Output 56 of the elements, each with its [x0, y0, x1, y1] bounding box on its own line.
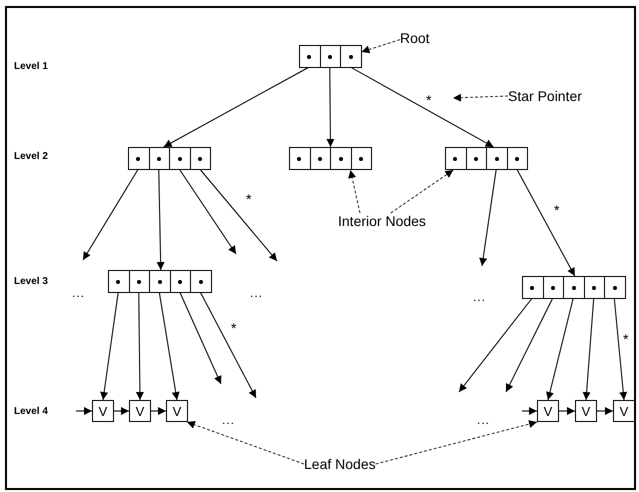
arrow [516, 168, 576, 276]
leaf-node: V [129, 400, 151, 422]
callout-text: Leaf Nodes [304, 456, 376, 472]
arrow [522, 407, 538, 415]
callout-text: Root [400, 30, 430, 46]
arrow [350, 66, 494, 148]
arrow [76, 407, 92, 415]
arrow [558, 407, 576, 415]
arrow [614, 298, 628, 400]
leaf-node: V [613, 400, 635, 422]
level-label: Level 4 [14, 406, 48, 418]
arrow [163, 66, 310, 148]
arrow [150, 407, 166, 415]
arrow [506, 298, 554, 392]
arrow [458, 298, 533, 392]
arrow [136, 292, 144, 400]
callout-text: Interior Nodes [338, 213, 426, 229]
arrow [82, 168, 139, 260]
ellipsis-text: ... [477, 414, 490, 426]
arrow [479, 168, 497, 266]
leader-line [452, 94, 508, 102]
arrow [582, 298, 594, 400]
arrow [200, 292, 256, 398]
record-node [522, 276, 626, 299]
arrow [114, 407, 130, 415]
arrow [156, 168, 165, 270]
leader-line [390, 170, 454, 214]
leaf-node: V [92, 400, 114, 422]
record-node [445, 147, 528, 170]
record-node [128, 147, 211, 170]
arrow [326, 66, 334, 148]
leader-line [361, 39, 400, 54]
ellipsis-text: ... [222, 414, 236, 426]
record-node [289, 147, 372, 170]
level-label: Level 3 [14, 276, 48, 288]
callout-text: Star Pointer [508, 88, 582, 104]
arrow [158, 292, 180, 400]
leaf-node: V [575, 400, 597, 422]
leader-line [348, 170, 360, 214]
leaf-node: V [166, 400, 188, 422]
record-node [299, 45, 362, 68]
arrow [179, 292, 222, 384]
arrow [199, 168, 278, 262]
arrow [100, 292, 119, 400]
leaf-node: V [537, 400, 559, 422]
arrow [546, 298, 574, 400]
leader-line [375, 420, 538, 464]
ellipsis-text: ... [250, 287, 264, 299]
leader-line [186, 420, 304, 464]
arrow [178, 168, 236, 254]
level-label: Level 1 [14, 61, 48, 73]
arrow [596, 407, 614, 415]
ellipsis-text: ... [72, 287, 86, 299]
record-node [108, 270, 212, 293]
level-label: Level 2 [14, 151, 48, 163]
ellipsis-text: ... [473, 291, 486, 303]
